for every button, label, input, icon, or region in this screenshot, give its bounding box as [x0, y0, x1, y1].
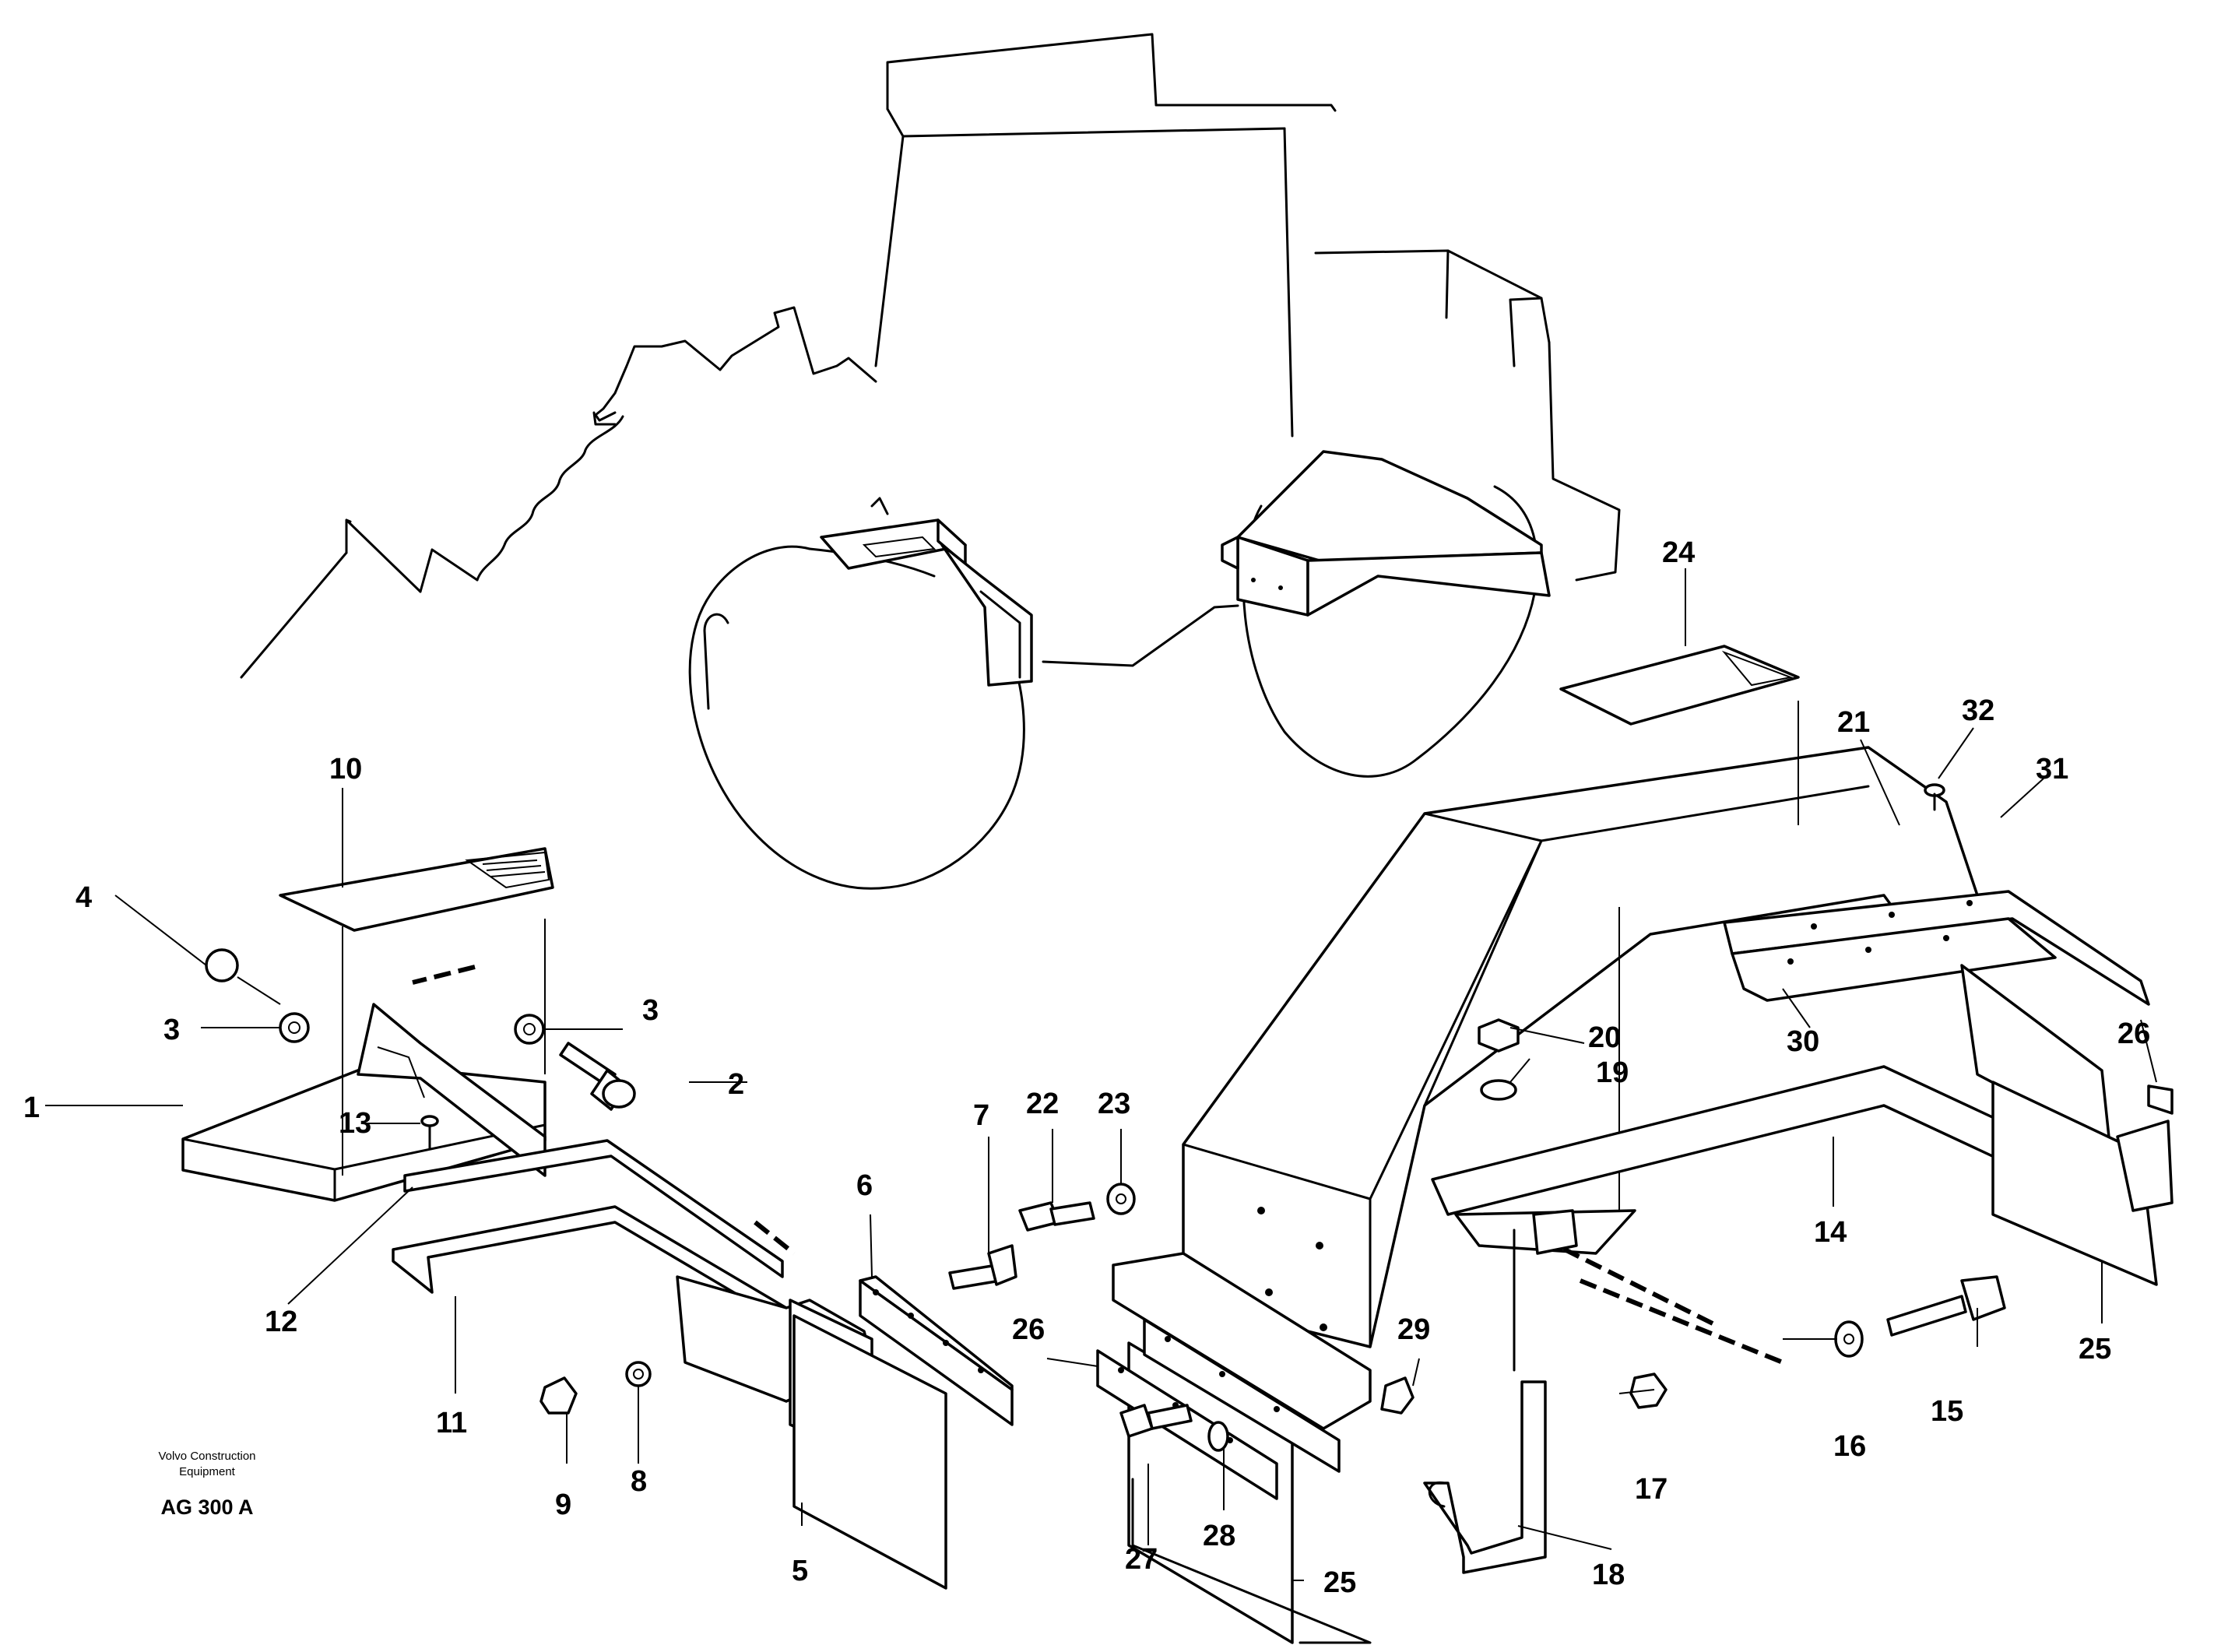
brand-line-1: Volvo Construction [158, 1450, 255, 1463]
callout-20: 20 [1588, 1021, 1621, 1054]
callout-23: 23 [1098, 1088, 1130, 1120]
callout-labels: 1 2 3 3 4 5 6 7 8 9 10 11 12 13 14 15 16… [23, 536, 2150, 1599]
washer [1834, 1320, 1864, 1358]
washer [279, 1012, 310, 1043]
callout-6: 6 [856, 1169, 873, 1202]
washer [1480, 1079, 1517, 1101]
rear-fender [1182, 746, 1983, 1348]
callout-7: 7 [973, 1099, 989, 1132]
wheel-loader-outline [240, 33, 1621, 890]
callout-4: 4 [76, 881, 92, 914]
callout-16: 16 [1833, 1430, 1866, 1463]
right-fender-assembly [1018, 645, 2174, 1644]
callout-5: 5 [792, 1555, 808, 1587]
callout-24: 24 [1662, 536, 1695, 569]
callout-14: 14 [1814, 1216, 1847, 1249]
mudflap [792, 1314, 947, 1590]
left-step-assembly [181, 847, 1017, 1590]
callout-9: 9 [555, 1489, 571, 1521]
callout-32: 32 [1962, 694, 1994, 727]
callout-27: 27 [1125, 1543, 1158, 1576]
callout-25: 25 [1323, 1566, 1356, 1599]
callout-28: 28 [1203, 1520, 1235, 1552]
callout-1: 1 [23, 1091, 40, 1124]
nut [539, 1376, 578, 1415]
callout-30: 30 [1787, 1025, 1819, 1058]
title-block: Volvo Construction Equipment AG 300 A [158, 1450, 255, 1519]
callout-3: 3 [163, 1014, 180, 1046]
callout-17: 17 [1635, 1473, 1668, 1506]
anti-slip-plate [1559, 645, 1800, 726]
washer [1207, 1421, 1229, 1452]
mudflap [1991, 1081, 2158, 1286]
callout-21: 21 [1837, 706, 1870, 739]
brand-line-2: Equipment [179, 1465, 236, 1478]
callout-3: 3 [642, 994, 659, 1027]
callout-2: 2 [728, 1068, 744, 1101]
callout-8: 8 [631, 1465, 647, 1498]
callout-25: 25 [2079, 1333, 2111, 1366]
washer [514, 1014, 545, 1045]
callout-11: 11 [436, 1407, 467, 1439]
callout-13: 13 [339, 1107, 371, 1140]
callout-26: 26 [1012, 1313, 1045, 1346]
nut [1478, 1018, 1520, 1053]
anti-slip-plate [279, 847, 554, 932]
washer [625, 1361, 652, 1387]
callout-15: 15 [1931, 1395, 1963, 1428]
callout-31: 31 [2036, 753, 2068, 786]
callout-10: 10 [329, 753, 362, 786]
drawing-code: AG 300 A [160, 1496, 253, 1519]
callout-19: 19 [1596, 1056, 1629, 1089]
washer [1106, 1183, 1136, 1215]
callout-26: 26 [2117, 1018, 2150, 1050]
nut [205, 948, 239, 982]
callout-18: 18 [1592, 1559, 1625, 1591]
bolt [1886, 1295, 1967, 1337]
callout-29: 29 [1397, 1313, 1430, 1346]
leader-lines [45, 568, 2157, 1581]
callout-22: 22 [1026, 1088, 1059, 1120]
bolt [559, 1042, 617, 1088]
callout-12: 12 [265, 1306, 297, 1338]
nut [1380, 1376, 1414, 1415]
